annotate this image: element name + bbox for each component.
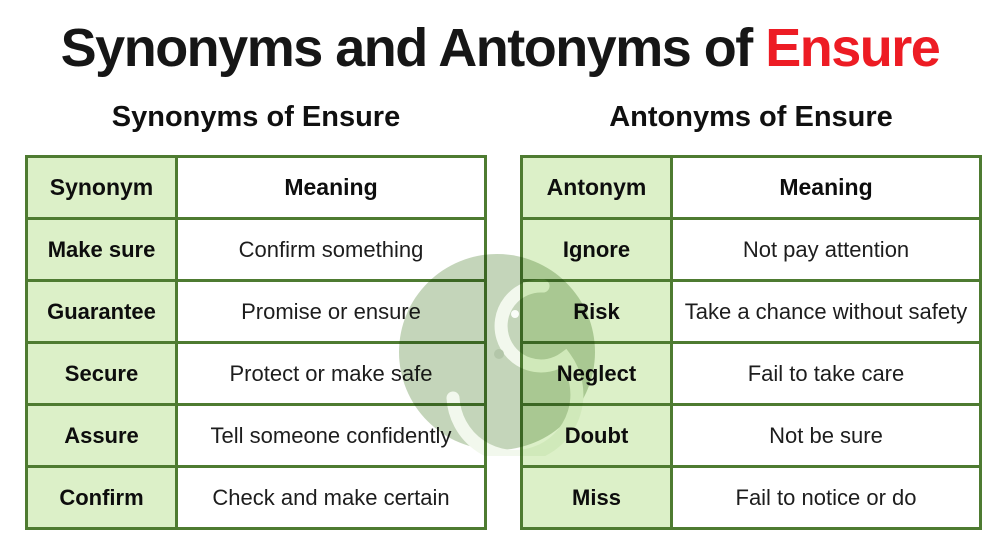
antonym-meaning: Fail to take care [670,341,982,406]
page-title-text: Synonyms and Antonyms of [60,18,754,78]
synonym-term: Confirm [25,465,178,530]
antonym-term: Risk [520,279,673,344]
antonym-meaning: Take a chance without safety [670,279,982,344]
meaning-column-header: Meaning [175,155,487,220]
synonym-meaning: Confirm something [175,217,487,282]
table-row: Ignore Not pay attention [520,217,982,282]
table-row: Risk Take a chance without safety [520,279,982,344]
table-row: Confirm Check and make certain [25,465,487,530]
table-row: Assure Tell someone confidently [25,403,487,468]
synonyms-section-heading: Synonyms of Ensure [111,101,401,133]
synonym-term: Guarantee [25,279,178,344]
table-row: Secure Protect or make safe [25,341,487,406]
antonym-meaning: Fail to notice or do [670,465,982,530]
table-header-row: Antonym Meaning [520,155,982,220]
page-title: Synonyms and Antonyms of Ensure [0,14,1000,82]
meaning-column-header: Meaning [670,155,982,220]
antonym-term: Miss [520,465,673,530]
antonyms-table: Antonym Meaning Ignore Not pay attention… [520,155,982,530]
synonym-meaning: Promise or ensure [175,279,487,344]
synonym-column-header: Synonym [25,155,178,220]
table-row: Miss Fail to notice or do [520,465,982,530]
table-row: Make sure Confirm something [25,217,487,282]
table-header-row: Synonym Meaning [25,155,487,220]
table-row: Guarantee Promise or ensure [25,279,487,344]
table-row: Neglect Fail to take care [520,341,982,406]
synonym-meaning: Check and make certain [175,465,487,530]
synonym-term: Make sure [25,217,178,282]
antonym-term: Doubt [520,403,673,468]
synonyms-table: Synonym Meaning Make sure Confirm someth… [25,155,487,530]
synonym-term: Secure [25,341,178,406]
synonym-term: Assure [25,403,178,468]
antonyms-section-heading: Antonyms of Ensure [609,101,893,133]
antonym-column-header: Antonym [520,155,673,220]
synonym-meaning: Protect or make safe [175,341,487,406]
page-title-highlight: Ensure [765,18,941,78]
table-row: Doubt Not be sure [520,403,982,468]
synonym-meaning: Tell someone confidently [175,403,487,468]
antonym-term: Neglect [520,341,673,406]
antonym-term: Ignore [520,217,673,282]
antonym-meaning: Not be sure [670,403,982,468]
antonym-meaning: Not pay attention [670,217,982,282]
